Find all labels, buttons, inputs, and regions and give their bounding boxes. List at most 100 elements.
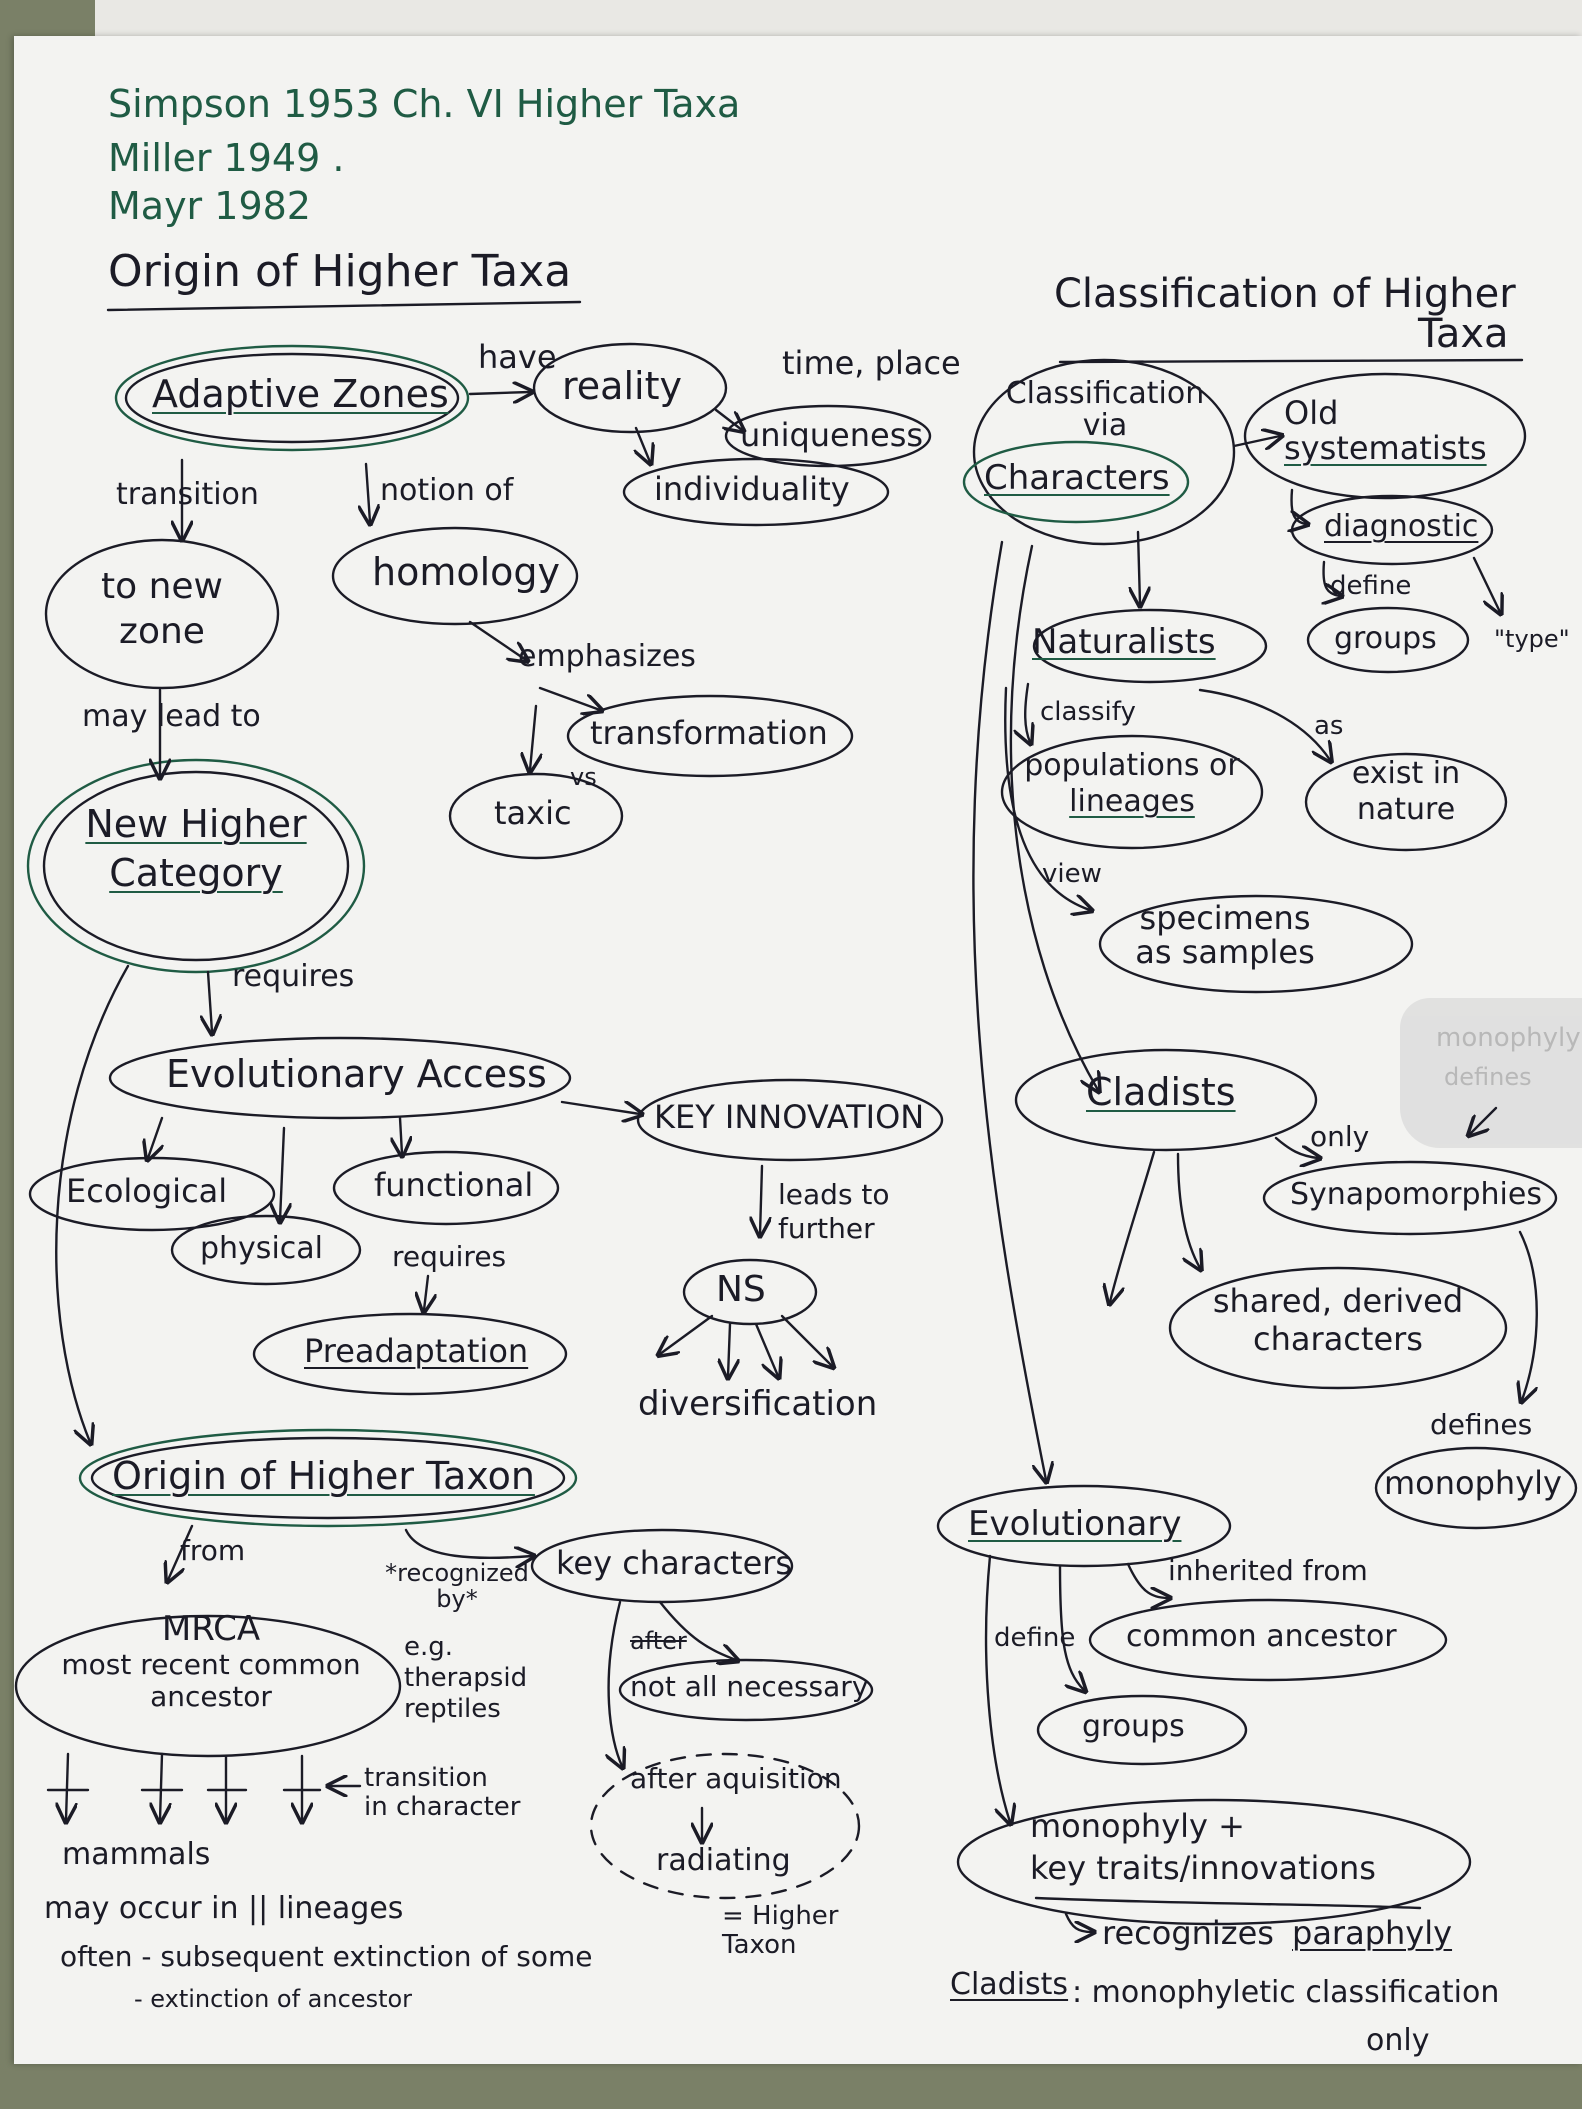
edge-ns-3 — [754, 1322, 778, 1376]
node-adaptive-zones: Adaptive Zones — [152, 372, 449, 416]
edge-recognized-by — [404, 1528, 532, 1558]
edge-old-systematists — [1232, 436, 1280, 446]
label-have: have — [478, 338, 557, 376]
label-requires: requires — [232, 959, 355, 994]
edge-have — [468, 392, 530, 394]
label-type: "type" — [1494, 625, 1570, 653]
edge-not-all-necessary — [658, 1600, 736, 1660]
node-taxic: taxic — [494, 794, 572, 832]
edge-cladists — [1009, 544, 1098, 1090]
edge-after-acquisition — [609, 1600, 622, 1766]
mrca-line-3: ancestor — [150, 1680, 272, 1714]
node-groups-right: groups — [1334, 621, 1437, 656]
recognized-line-1: *recognized — [385, 1559, 529, 1587]
node-not-all-necessary: not all necessary — [630, 1670, 869, 1703]
edge-defines — [1520, 1230, 1537, 1400]
edge-recognizes — [1064, 1912, 1092, 1932]
paper-sheet — [14, 36, 1582, 2064]
shared-derived-line-2: characters — [1253, 1320, 1423, 1359]
note-may-occur: may occur in || lineages — [44, 1891, 404, 1926]
specimens-line-1: specimens — [1139, 899, 1311, 937]
edge-emphasizes — [468, 620, 526, 660]
ellipse-shared-derived — [1168, 1266, 1508, 1390]
classification-line-2: via — [1082, 407, 1128, 443]
edge-taxic — [530, 704, 536, 770]
node-evolutionary: Evolutionary — [968, 1504, 1182, 1544]
shared-derived-line-1: shared, derived — [1212, 1282, 1464, 1320]
node-characters: Characters — [984, 458, 1170, 498]
edge-inherited-from — [1126, 1562, 1168, 1598]
faded-sticky-note: monophyly defines — [1400, 998, 1582, 1148]
edge-notion-of — [366, 462, 370, 522]
cloud-radiating — [589, 1752, 861, 1900]
reference-miller: Miller 1949 . — [108, 136, 345, 180]
ellipse-old-systematists — [1243, 372, 1527, 500]
mrca-line-2: most recent common — [61, 1648, 361, 1682]
edge-ns-2 — [728, 1322, 730, 1376]
edge-requires — [208, 970, 212, 1032]
edge-key-innovation — [560, 1102, 640, 1114]
edge-classify — [1025, 682, 1030, 742]
edge-functional — [400, 1116, 402, 1154]
node-uniqueness: uniqueness — [740, 416, 924, 454]
transition-char-line-2: in character — [364, 1791, 521, 1822]
edge-define-groups — [1058, 1564, 1084, 1690]
label-may-lead-to: may lead to — [82, 699, 261, 734]
edge-evolutionary — [972, 540, 1046, 1480]
edge-ns-4 — [780, 1314, 832, 1366]
ellipse-individuality — [622, 457, 890, 527]
ellipse-monophyly — [1374, 1446, 1578, 1530]
eg-line-2: therapsid — [404, 1663, 528, 1694]
left-heading-underline — [106, 300, 582, 312]
left-heading: Origin of Higher Taxa — [108, 246, 572, 297]
node-synapomorphies: Synapomorphies — [1290, 1177, 1542, 1212]
edge-faded-note — [1470, 1106, 1498, 1134]
underline-key-traits — [1034, 1896, 1422, 1910]
ellipse-mrca — [14, 1614, 402, 1758]
node-shared-derived: shared, derived characters — [1190, 1282, 1486, 1359]
ellipse-populations — [1000, 734, 1264, 850]
node-evolutionary-access: Evolutionary Access — [166, 1052, 547, 1096]
edge-type — [1472, 556, 1500, 612]
edge-ecological — [148, 1116, 162, 1158]
label-recognized-by: *recognized by* — [382, 1560, 532, 1613]
label-defines: defines — [1430, 1408, 1533, 1441]
edge-uniqueness — [714, 408, 742, 430]
label-diversification: diversification — [638, 1384, 878, 1424]
ellipse-transformation — [566, 694, 854, 778]
note-extinction: - extinction of ancestor — [134, 1985, 413, 2013]
ellipse-cladists — [1014, 1048, 1318, 1152]
populations-line-1: populations or — [1024, 748, 1240, 783]
node-key-characters: key characters — [556, 1544, 793, 1582]
edge-physical — [280, 1126, 284, 1220]
label-after-struck: after — [630, 1627, 687, 1655]
ellipse-physical — [170, 1214, 362, 1286]
node-physical: physical — [200, 1231, 323, 1266]
node-functional: functional — [374, 1166, 534, 1204]
node-populations-lineages: populations or lineages — [1018, 748, 1246, 820]
ellipse-uniqueness — [724, 404, 932, 468]
ellipse-synapomorphies — [1262, 1160, 1558, 1236]
edge-as — [1198, 688, 1330, 760]
classification-line-1: Classification — [1005, 376, 1205, 411]
node-new-higher-category: New Higher Category — [70, 800, 322, 899]
label-transition-in-character: transition in character — [364, 1764, 520, 1821]
monophyly-key-line-2: key traits/innovations — [1030, 1848, 1376, 1887]
label-define: define — [1330, 571, 1412, 601]
label-paraphyly: paraphyly — [1292, 1914, 1453, 1952]
label-leads-to-further: leads to further — [778, 1178, 890, 1245]
old-systematists-line-1: Old — [1284, 394, 1339, 432]
mrca-line-1: MRCA — [161, 1609, 261, 1649]
node-specimens: specimens as samples — [1100, 899, 1350, 969]
ellipse-exist-in-nature — [1304, 752, 1508, 852]
label-higher-taxon: = Higher Taxon — [722, 1902, 839, 1959]
node-diagnostic: diagnostic — [1324, 509, 1479, 544]
node-ecological: Ecological — [66, 1172, 228, 1210]
transition-char-line-1: transition — [364, 1763, 488, 1793]
label-notion-of: notion of — [380, 473, 514, 508]
reference-mayr: Mayr 1982 — [108, 184, 311, 228]
node-transformation: transformation — [590, 714, 828, 752]
ellipse-specimens — [1098, 894, 1414, 994]
label-inherited-from: inherited from — [1168, 1554, 1368, 1587]
label-from: from — [180, 1534, 246, 1567]
